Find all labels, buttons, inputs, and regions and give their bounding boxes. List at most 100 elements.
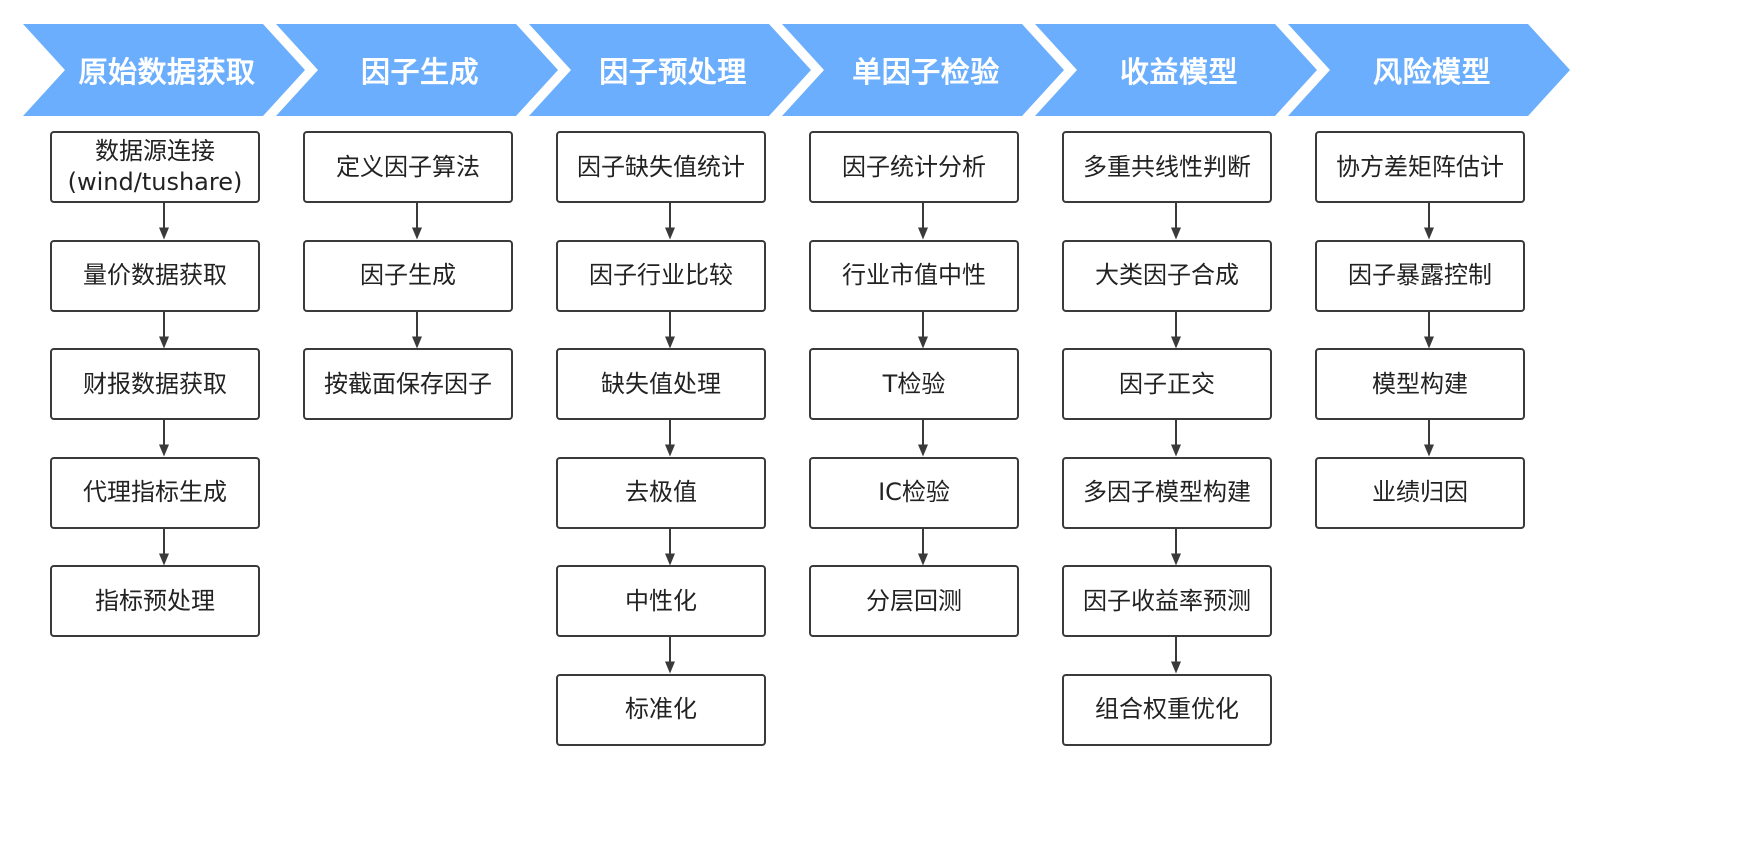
step-box: 因子统计分析 bbox=[809, 131, 1019, 203]
stage-column-4: 单因子检验因子统计分析行业市值中性 T检验 IC检验分层回测 bbox=[782, 0, 1064, 850]
stage-column-1: 原始数据获取数据源连接(wind/tushare) 量价数据获取财报数据获取代理指… bbox=[23, 0, 305, 850]
down-arrow-connector bbox=[665, 528, 675, 565]
step-label: T检验 bbox=[882, 369, 946, 398]
step-label: 分层回测 bbox=[866, 586, 962, 615]
step-label: 去极值 bbox=[625, 478, 697, 506]
step-label: 中性化 bbox=[625, 586, 697, 615]
step-box: IC检验 bbox=[809, 456, 1019, 529]
stage-title: 收益模型 bbox=[1119, 55, 1238, 89]
chevron-shape bbox=[23, 24, 305, 116]
step-box: 多因子模型构建 bbox=[1062, 456, 1272, 529]
step-label: 因子生成 bbox=[360, 261, 456, 289]
down-arrow-connector bbox=[159, 528, 169, 565]
down-arrow-connector bbox=[1171, 528, 1181, 565]
step-box: 因子生成 bbox=[303, 239, 513, 312]
step-box: 标准化 bbox=[556, 673, 766, 746]
step-label: 多重共线性判断 bbox=[1083, 152, 1251, 181]
chevron-shape bbox=[782, 24, 1064, 116]
step-box: 因子行业比较 bbox=[556, 239, 766, 312]
step-box: 中性化 bbox=[556, 565, 766, 637]
down-arrow-connector bbox=[918, 311, 928, 348]
down-arrow-connector bbox=[918, 203, 928, 240]
stage-title: 风险模型 bbox=[1372, 55, 1491, 89]
step-label: 因子缺失值统计 bbox=[577, 152, 745, 181]
step-box: 因子收益率预测 bbox=[1062, 565, 1272, 637]
chevron-shape bbox=[1288, 24, 1570, 116]
step-label: 财报数据获取 bbox=[83, 369, 227, 398]
chevron-shape bbox=[276, 24, 558, 116]
step-label: 因子暴露控制 bbox=[1348, 261, 1492, 289]
step-box: 指标预处理 bbox=[50, 565, 260, 637]
stage-column-5: 收益模型多重共线性判断大类因子合成因子正交多因子模型构建因子收益率预测组合权重优… bbox=[1035, 0, 1317, 850]
step-label: 定义因子算法 bbox=[336, 152, 480, 181]
stage-title: 因子生成 bbox=[360, 55, 479, 89]
step-label: 业绩归因 bbox=[1372, 478, 1468, 506]
step-label: 缺失值处理 bbox=[601, 369, 721, 398]
step-label: 因子统计分析 bbox=[842, 152, 986, 181]
step-box: T检验 bbox=[809, 348, 1019, 420]
step-label: 大类因子合成 bbox=[1095, 261, 1239, 289]
down-arrow-connector bbox=[1424, 420, 1434, 457]
down-arrow-connector bbox=[1424, 311, 1434, 348]
stage-column-2: 因子生成定义因子算法因子生成按截面保存因子 bbox=[276, 0, 558, 850]
step-box: 因子正交 bbox=[1062, 348, 1272, 420]
stage-title: 原始数据获取 bbox=[78, 55, 256, 89]
step-box: 定义因子算法 bbox=[303, 131, 513, 203]
down-arrow-connector bbox=[1171, 311, 1181, 348]
down-arrow-connector bbox=[1171, 637, 1181, 674]
step-label: 代理指标生成 bbox=[83, 478, 227, 506]
step-box: 模型构建 bbox=[1315, 348, 1525, 420]
stage-header-chevron: 收益模型 bbox=[1035, 24, 1317, 116]
step-box: 业绩归因 bbox=[1315, 456, 1525, 529]
step-label: 指标预处理 bbox=[95, 586, 215, 615]
down-arrow-connector bbox=[159, 311, 169, 348]
stage-title: 单因子检验 bbox=[852, 55, 1000, 89]
step-box: 按截面保存因子 bbox=[303, 348, 513, 420]
down-arrow-connector bbox=[665, 637, 675, 674]
down-arrow-connector bbox=[1171, 420, 1181, 457]
step-box: 分层回测 bbox=[809, 565, 1019, 637]
step-box: 协方差矩阵估计 bbox=[1315, 131, 1525, 203]
down-arrow-connector bbox=[918, 420, 928, 457]
step-box: 行业市值中性 bbox=[809, 239, 1019, 312]
step-box: 因子缺失值统计 bbox=[556, 131, 766, 203]
down-arrow-connector bbox=[918, 528, 928, 565]
stage-header-chevron: 单因子检验 bbox=[782, 24, 1064, 116]
step-label: 数据源连接(wind/tushare) bbox=[67, 137, 243, 196]
step-label: 模型构建 bbox=[1372, 369, 1468, 398]
step-label: 按截面保存因子 bbox=[324, 369, 492, 398]
step-box: 财报数据获取 bbox=[50, 348, 260, 420]
down-arrow-connector bbox=[159, 203, 169, 240]
down-arrow-connector bbox=[1171, 203, 1181, 240]
step-box: 因子暴露控制 bbox=[1315, 239, 1525, 312]
step-label: 行业市值中性 bbox=[842, 261, 986, 289]
down-arrow-connector bbox=[159, 420, 169, 457]
down-arrow-connector bbox=[665, 203, 675, 240]
step-label: 协方差矩阵估计 bbox=[1336, 152, 1504, 181]
step-box: 代理指标生成 bbox=[50, 456, 260, 529]
step-box: 数据源连接(wind/tushare) bbox=[50, 131, 260, 203]
step-box: 缺失值处理 bbox=[556, 348, 766, 420]
down-arrow-connector bbox=[665, 420, 675, 457]
step-box: 大类因子合成 bbox=[1062, 239, 1272, 312]
stage-title: 因子预处理 bbox=[599, 55, 747, 89]
chevron-shape bbox=[1035, 24, 1317, 116]
step-label: 标准化 bbox=[625, 695, 697, 723]
down-arrow-connector bbox=[412, 311, 422, 348]
step-box: 量价数据获取 bbox=[50, 239, 260, 312]
stage-header-chevron: 原始数据获取 bbox=[23, 24, 305, 116]
step-label: 量价数据获取 bbox=[83, 261, 227, 289]
stage-column-3: 因子预处理因子缺失值统计因子行业比较缺失值处理去极值中性化标准化 bbox=[529, 0, 811, 850]
stage-header-chevron: 因子预处理 bbox=[529, 24, 811, 116]
step-label: 因子正交 bbox=[1119, 369, 1215, 398]
stage-header-chevron: 因子生成 bbox=[276, 24, 558, 116]
step-label: 因子行业比较 bbox=[589, 261, 733, 289]
down-arrow-connector bbox=[665, 311, 675, 348]
stage-column-6: 风险模型协方差矩阵估计因子暴露控制模型构建业绩归因 bbox=[1288, 0, 1570, 850]
stage-header-chevron: 风险模型 bbox=[1288, 24, 1570, 116]
step-box: 去极值 bbox=[556, 456, 766, 529]
step-box: 组合权重优化 bbox=[1062, 673, 1272, 746]
down-arrow-connector bbox=[412, 203, 422, 240]
step-label: 因子收益率预测 bbox=[1083, 586, 1251, 615]
